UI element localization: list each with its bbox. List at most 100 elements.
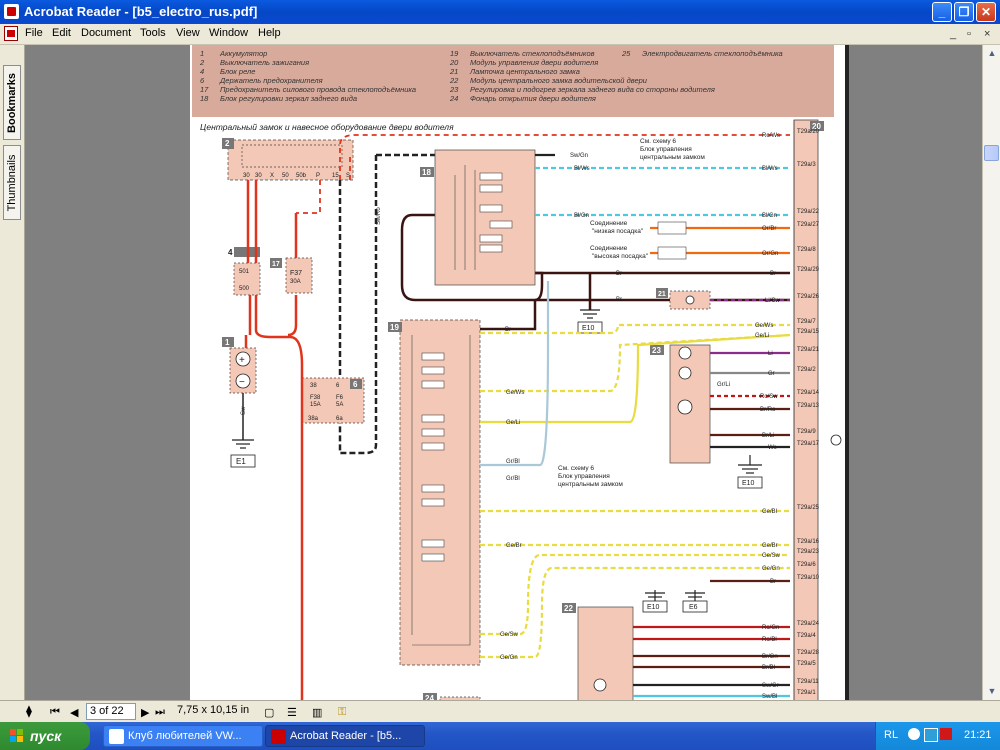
last-page-button[interactable]: ⏭	[155, 706, 165, 718]
legend-text: Блок реле	[220, 67, 256, 76]
connector-pin: T29a/14	[797, 390, 820, 396]
block-2-label: 2	[225, 139, 230, 148]
facing-pages-icon[interactable]: ▥	[312, 707, 323, 719]
wire-ge-gn	[480, 566, 790, 659]
wire-label: Gr/Li	[717, 382, 730, 388]
fuse-terminal: 6	[336, 383, 340, 389]
block-22-label: 22	[564, 604, 573, 613]
terminal-label: 30	[243, 173, 250, 179]
minimize-button[interactable]: _	[932, 2, 952, 22]
start-button[interactable]: пуск	[0, 722, 90, 750]
next-page-button[interactable]: ▶	[141, 707, 150, 719]
browser-icon	[109, 729, 124, 744]
wire-label: Br	[770, 579, 776, 585]
menu-view[interactable]: View	[176, 27, 200, 39]
acrobat-app-icon[interactable]	[4, 4, 19, 19]
windows-flag-icon	[10, 729, 23, 742]
page-size-readout: 7,75 x 10,15 in	[177, 704, 250, 716]
note-text: См. схему 6	[558, 465, 594, 472]
connector-pin: T29a/16	[797, 539, 820, 545]
terminal-label: S	[346, 173, 350, 179]
fuse-f6-rating: 5A	[336, 402, 343, 408]
tray-antivirus-icon[interactable]	[940, 728, 952, 740]
fuse-f38-rating: 15A	[310, 402, 321, 408]
tab-thumbnails[interactable]: Thumbnails	[3, 145, 21, 220]
wire-gr-bl	[480, 281, 550, 467]
scroll-down-arrow-icon[interactable]: ▼	[987, 686, 997, 696]
wire-label: Ro/Gn	[762, 625, 779, 631]
start-label: пуск	[30, 728, 62, 744]
menu-tools[interactable]: Tools	[140, 27, 166, 39]
note-text: "низкая посадка"	[592, 228, 644, 235]
tray-network-icon[interactable]	[924, 728, 938, 742]
taskbar-button-acrobat[interactable]: Acrobat Reader - [b5...	[265, 725, 425, 747]
single-page-icon[interactable]: ▢	[264, 707, 275, 719]
note-text: Блок управления	[640, 146, 692, 153]
taskbar-button-browser[interactable]: Клуб любителей VW...	[103, 725, 263, 747]
block-23-label: 23	[652, 346, 661, 355]
block-4-label: 4	[228, 248, 233, 257]
scroll-up-arrow-icon[interactable]: ▲	[987, 48, 997, 58]
wire-label: Sw/Bl	[762, 694, 777, 700]
wire-ge-ws-2	[480, 333, 791, 393]
wire-label: Gr	[768, 371, 775, 377]
connector-pin: T29a/4	[797, 633, 816, 639]
legend-num: 2	[200, 58, 205, 67]
prev-page-button[interactable]: ◀	[70, 707, 79, 719]
fuse-terminal: 38a	[308, 416, 319, 422]
block-20-body	[793, 119, 819, 700]
brown-wires	[338, 153, 790, 455]
connector-pin: T29a/8	[797, 247, 816, 253]
window-title: Acrobat Reader - [b5_electro_rus.pdf]	[24, 4, 258, 19]
close-button[interactable]: ✕	[976, 2, 996, 22]
nav-split-icon[interactable]: ⧫	[26, 704, 32, 718]
wiring-diagram: 20 2 30 30 X 50 50b P 15 S 4 501 500	[222, 119, 842, 700]
menu-window[interactable]: Window	[209, 27, 249, 39]
key-icon[interactable]: ⚿	[338, 706, 347, 718]
wire-label: Br	[505, 327, 511, 333]
scroll-thumb[interactable]	[984, 145, 999, 161]
language-indicator[interactable]: RL	[884, 729, 899, 741]
note-text: центральным замком	[558, 481, 623, 488]
first-page-button[interactable]: ⏮	[50, 706, 60, 718]
wire-label: Or/Br	[762, 226, 776, 232]
doc-restore-button[interactable]: ▫	[967, 28, 971, 40]
wire-label: Br/Gn	[762, 654, 778, 660]
wire-ge-li	[480, 333, 791, 424]
block-21-label: 21	[658, 291, 666, 298]
menu-help[interactable]: Help	[258, 27, 281, 39]
wire-label: Bl/Gn	[574, 213, 589, 219]
doc-close-button[interactable]: ×	[984, 28, 991, 40]
wire-label: Sw/Gn	[570, 153, 588, 159]
tab-bookmarks-label: Bookmarks	[6, 72, 18, 133]
maximize-button[interactable]: ❐	[954, 2, 974, 22]
wire-label: Ge/Ws	[755, 323, 773, 329]
vertical-scrollbar[interactable]: ▲ ▼	[982, 45, 1000, 700]
legend-num: 1	[200, 49, 205, 58]
doc-minimize-button[interactable]: _	[950, 28, 957, 40]
title-bar: Acrobat Reader - [b5_electro_rus.pdf] _ …	[0, 0, 1000, 24]
menu-document[interactable]: Document	[81, 27, 132, 39]
document-icon[interactable]	[4, 26, 18, 41]
terminal-label: 15	[332, 173, 339, 179]
wire-label: Ge/Ws	[506, 390, 524, 396]
block-19-label: 19	[390, 323, 399, 332]
menu-edit[interactable]: Edit	[52, 27, 71, 39]
legend-text: Выключатель стеклоподъёмников	[470, 49, 595, 58]
fuse-f37-rating: 30A	[290, 279, 301, 285]
legend-text: Электродвигатель стеклоподъёмника	[642, 49, 783, 58]
tray-app-icon[interactable]	[908, 728, 920, 740]
tab-bookmarks[interactable]: Bookmarks	[3, 65, 21, 140]
wire-label: Li	[768, 351, 773, 357]
continuous-page-icon[interactable]: ☰	[287, 707, 297, 719]
page-number-field[interactable]: 3 of 22	[86, 703, 136, 720]
menu-file[interactable]: File	[25, 27, 43, 39]
taskbar: пуск Клуб любителей VW... Acrobat Reader…	[0, 722, 1000, 750]
legend-text: Модуль управления двери водителя	[470, 58, 599, 67]
legend-text: Держатель предохранителя	[220, 76, 323, 85]
block-4-body	[233, 262, 261, 296]
block-2-tag	[222, 138, 234, 149]
wire-ge-sw	[480, 553, 790, 636]
